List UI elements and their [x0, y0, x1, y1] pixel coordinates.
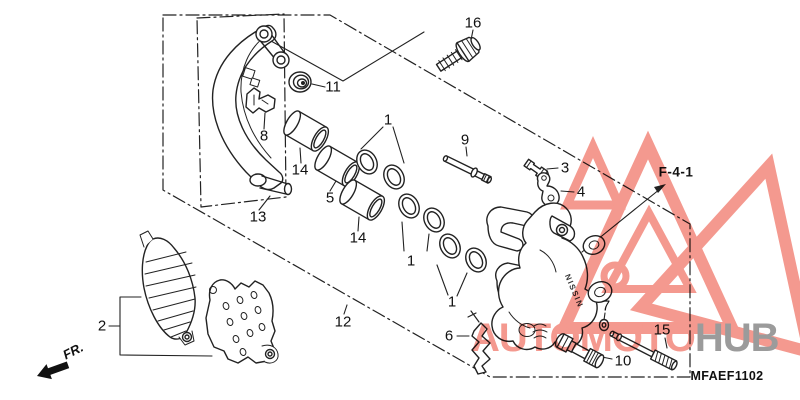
mount-bolt-drawing	[435, 36, 481, 72]
part-callout-1: 1	[383, 111, 393, 129]
part-callout-4: 4	[576, 183, 586, 201]
pad-spring-drawing	[467, 310, 491, 375]
part-callout-8: 8	[259, 127, 269, 145]
caliper-piston-14-upper-drawing	[283, 110, 330, 152]
assembly-boundary-chainline	[162, 14, 691, 378]
part-callout-6: 6	[444, 327, 454, 345]
caliper-bracket-drawing	[211, 24, 293, 196]
hanger-pin-drawing	[442, 155, 493, 184]
part-callout-13: 13	[249, 208, 267, 226]
f41-reference-label: F-4-1	[658, 164, 694, 180]
part-callout-11: 11	[325, 78, 341, 96]
part-callout-3: 3	[560, 159, 570, 177]
part-callout-14: 14	[291, 161, 309, 179]
pin-boot-drawing	[288, 71, 312, 93]
part-callout-5: 5	[325, 189, 335, 207]
part-callout-16: 16	[464, 14, 482, 32]
part-callout-10: 10	[614, 352, 632, 370]
part-callout-9: 9	[460, 131, 470, 149]
part-callout-15: 15	[653, 321, 671, 339]
part-callout-1: 1	[406, 252, 416, 270]
pad-pin-clip-drawing	[536, 172, 560, 207]
sealing-washer-drawing	[598, 318, 610, 332]
pad-retainer-clip-drawing	[245, 87, 276, 114]
part-callout-14: 14	[349, 229, 367, 247]
caliper-body-drawing	[486, 202, 613, 351]
part-callout-12: 12	[334, 313, 352, 331]
front-direction-arrow	[37, 361, 70, 380]
part-callout-2: 2	[97, 317, 107, 335]
diagram-code: MFAEF1102	[690, 369, 764, 383]
part-callout-7: 7	[601, 297, 611, 315]
part-callout-1: 1	[447, 293, 457, 311]
brake-pads-drawing	[139, 230, 279, 364]
caliper-piston-14-lower-drawing	[339, 179, 386, 221]
piston-seal-set-drawing	[356, 149, 487, 273]
caliper-piston-5-drawing	[314, 145, 361, 187]
bracket-boundary-chainline	[196, 13, 287, 208]
pin-bolt-drawing	[554, 333, 605, 369]
